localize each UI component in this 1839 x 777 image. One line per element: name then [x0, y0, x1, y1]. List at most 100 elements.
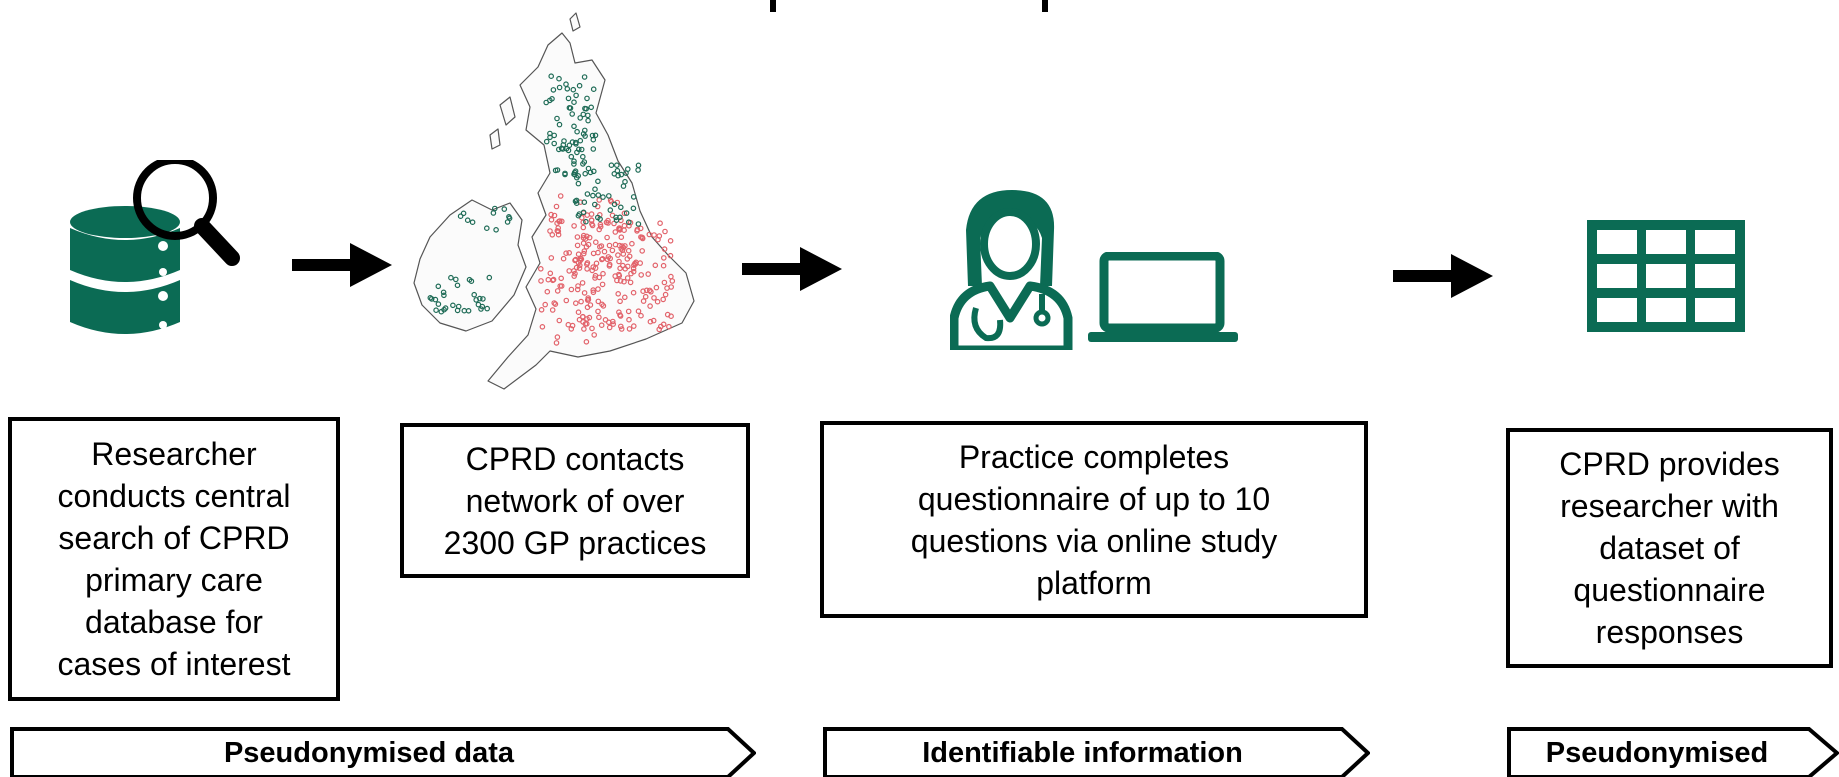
map-point: [583, 338, 590, 345]
map-point: [585, 295, 592, 301]
map-point: [579, 314, 586, 320]
map-point: [554, 115, 560, 122]
map-point: [550, 87, 557, 93]
map-point: [622, 265, 629, 272]
map-point: [585, 117, 591, 124]
map-point: [597, 244, 603, 250]
map-point: [613, 217, 620, 223]
map-point: [551, 300, 558, 306]
map-point: [504, 219, 511, 225]
map-point: [612, 273, 619, 279]
map-point: [538, 265, 544, 272]
map-point: [590, 287, 597, 293]
map-point: [616, 225, 623, 231]
map-point: [568, 153, 575, 160]
map-point: [589, 325, 595, 332]
map-point: [656, 326, 663, 333]
map-point: [484, 225, 490, 232]
map-point: [566, 250, 573, 256]
map-point: [630, 289, 637, 296]
map-point: [605, 254, 612, 260]
map-point: [584, 233, 590, 240]
step-2-text: CPRD contacts network of over 2300 GP pr…: [444, 438, 707, 564]
band-pseudonymised: [1507, 727, 1839, 777]
map-point: [554, 288, 561, 294]
map-point: [555, 225, 562, 231]
step-line: researcher with: [1560, 488, 1779, 524]
map-point: [547, 134, 553, 141]
step-4-box: CPRD provides researcher with dataset of…: [1506, 428, 1833, 668]
step-line: search of CPRD: [58, 520, 290, 556]
map-point: [556, 121, 563, 128]
step-line: primary care: [85, 562, 263, 598]
map-point: [590, 250, 597, 257]
map-point: [619, 247, 626, 254]
map-point: [566, 268, 573, 274]
map-point: [566, 105, 573, 111]
map-point: [589, 267, 596, 274]
step-line: conducts central: [57, 478, 291, 514]
map-point: [606, 242, 613, 249]
map-point: [556, 75, 562, 82]
map-point: [581, 74, 588, 80]
map-point: [617, 298, 623, 305]
map-point: [557, 193, 564, 199]
map-point: [547, 97, 553, 104]
step-line: 2300 GP practices: [443, 524, 707, 561]
map-point: [464, 217, 471, 224]
step-line: Researcher: [91, 436, 257, 472]
map-point: [607, 207, 614, 213]
map-point: [548, 211, 554, 218]
map-point: [570, 86, 577, 93]
map-point: [461, 307, 468, 314]
step-line: CPRD provides: [1559, 446, 1780, 482]
map-point: [668, 284, 675, 290]
map-point: [610, 318, 616, 325]
map-point: [553, 340, 560, 346]
map-point: [441, 292, 447, 299]
map-point: [591, 168, 597, 175]
map-point: [592, 132, 599, 139]
map-point: [595, 308, 601, 315]
map-point: [575, 180, 582, 187]
map-point: [574, 128, 580, 135]
map-point: [542, 301, 549, 308]
map-point: [580, 224, 587, 231]
map-point: [574, 286, 581, 293]
step-1-text: Researcher conducts central search of CP…: [57, 433, 290, 685]
map-point: [568, 286, 575, 293]
map-point: [660, 262, 667, 269]
map-point: [616, 258, 622, 265]
map-point: [469, 219, 476, 226]
map-point: [544, 288, 551, 295]
map-point: [596, 314, 602, 321]
map-point: [640, 298, 647, 304]
map-point: [667, 252, 674, 259]
map-point: [637, 225, 644, 232]
map-point: [454, 307, 461, 314]
map-point: [617, 312, 623, 318]
map-point: [592, 186, 598, 193]
map-point: [661, 246, 668, 252]
map-point: [618, 171, 625, 178]
map-point: [639, 248, 646, 254]
map-point: [667, 238, 674, 244]
map-point: [630, 268, 637, 275]
map-point: [575, 309, 582, 316]
map-point: [577, 137, 584, 144]
map-point: [549, 307, 556, 313]
step-line: responses: [1595, 614, 1744, 650]
map-point: [622, 294, 628, 301]
map-point: [501, 206, 508, 212]
map-point: [581, 326, 587, 332]
map-point: [617, 278, 624, 284]
map-point: [566, 142, 573, 149]
map-point: [440, 289, 447, 296]
map-point: [471, 291, 478, 298]
band-label: Pseudonymised: [1545, 737, 1769, 769]
map-point: [577, 115, 584, 121]
map-point: [651, 295, 657, 301]
band-identifiable-information: [823, 727, 1370, 777]
band-label: Identifiable information: [922, 737, 1243, 769]
map-point: [586, 314, 593, 321]
